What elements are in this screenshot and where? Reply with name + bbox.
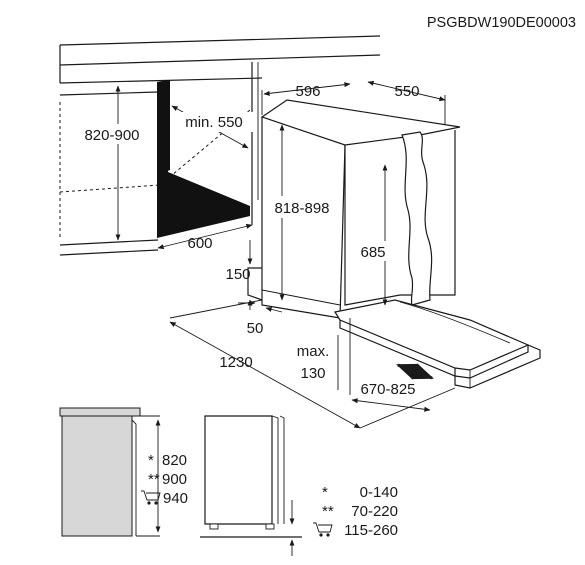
height-label: 818-898 <box>274 200 329 217</box>
niche-height-label: 820-900 <box>84 127 139 144</box>
min-depth-bg <box>175 112 253 132</box>
min-depth-label: min. 550 <box>185 114 243 131</box>
plinth-depth-line2: 130 <box>300 365 325 382</box>
height-bg <box>264 196 340 218</box>
niche-depth-arrow <box>157 223 253 250</box>
plinth-depth-line1: max. <box>297 343 330 360</box>
depth-label: 550 <box>394 83 419 100</box>
side-height-3-value: 940 <box>163 490 188 507</box>
plinth-gap-arrow-right <box>265 306 283 313</box>
total-depth-label: 1230 <box>219 354 252 371</box>
plinth-gap-label: 50 <box>247 320 264 337</box>
side-height-2-value: 900 <box>162 471 187 488</box>
width-label: 596 <box>295 83 320 100</box>
width-arrow <box>263 82 351 96</box>
side-height-1-marker: * <box>148 452 154 469</box>
side-view-appliance <box>200 415 302 556</box>
plinth-height-label: 150 <box>225 266 250 283</box>
door-height-label: 685 <box>360 244 385 261</box>
door-travel-label: 670-825 <box>360 381 415 398</box>
niche-height-bg <box>72 124 152 144</box>
door-travel-arrow <box>351 398 431 412</box>
legend-cart-icon <box>313 522 333 537</box>
legend-3-value: 115-260 <box>344 522 398 539</box>
side-view-left <box>59 407 160 537</box>
door-height-bg <box>362 241 396 261</box>
side-height-1-value: 820 <box>162 452 187 469</box>
model-code: PSGBDW190DE00003 <box>427 15 576 31</box>
legend-1-value: 0-140 <box>360 484 398 501</box>
niche-side-edge <box>165 80 170 172</box>
cart-icon <box>141 490 161 505</box>
appliance-body <box>247 99 461 319</box>
total-depth-arrow <box>169 321 361 429</box>
depth-arrow <box>367 80 446 102</box>
legend-1-marker: * <box>322 484 328 501</box>
door-cutaway <box>401 131 433 306</box>
niche-depth-label: 600 <box>187 235 212 252</box>
open-door <box>334 299 541 389</box>
niche-side-wall <box>157 80 250 238</box>
legend-2-marker: ** <box>322 503 334 520</box>
side-height-2-marker: ** <box>148 471 160 488</box>
legend-2-value: 70-220 <box>351 503 398 520</box>
door-slide-arrow <box>396 363 434 380</box>
